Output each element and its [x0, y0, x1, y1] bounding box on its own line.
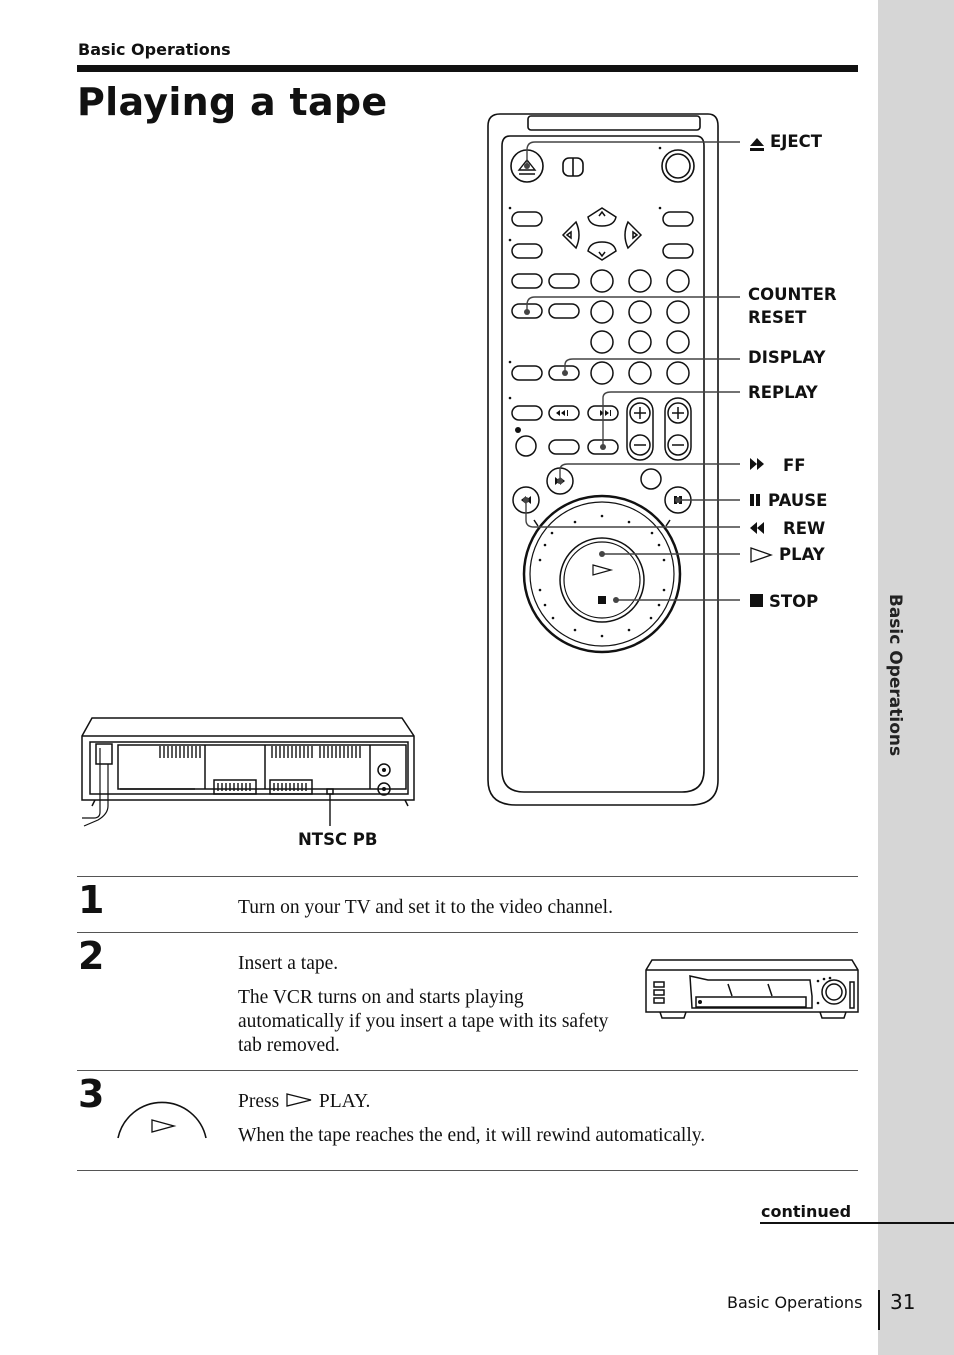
step-3-text: Press PLAY. — [238, 1090, 370, 1114]
continued-label: continued — [761, 1202, 852, 1221]
stop-label: STOP — [769, 592, 819, 611]
step-3-detail: When the tape reaches the end, it will r… — [238, 1125, 706, 1146]
footer-section-label: Basic Operations — [727, 1293, 863, 1312]
rew-label: REW — [783, 519, 826, 538]
play-triangle-icon — [286, 1093, 312, 1107]
counter-reset-label-line2: RESET — [748, 308, 807, 327]
ff-label: FF — [783, 456, 806, 475]
step-2-detail: The VCR turns on and starts playing auto… — [238, 987, 609, 1056]
play-button-icon — [117, 1101, 207, 1139]
vcr-front-illustration — [645, 959, 859, 1019]
header-rule — [77, 65, 858, 72]
step-3-press-text: Press — [238, 1091, 280, 1112]
vcr-rear-illustration — [81, 717, 415, 827]
step-1-number: 1 — [78, 878, 105, 922]
step-rule-2 — [77, 932, 858, 933]
counter-reset-label-line1: COUNTER — [748, 285, 837, 304]
side-tab-label: Basic Operations — [885, 593, 906, 757]
header-section-label: Basic Operations — [78, 40, 231, 59]
continued-rule — [760, 1222, 954, 1224]
eject-label: EJECT — [770, 132, 823, 151]
step-2-text: Insert a tape. — [238, 953, 339, 974]
side-tab — [878, 0, 954, 1355]
page-title: Playing a tape — [77, 80, 388, 124]
step-rule-top — [77, 876, 858, 877]
remote-control-illustration — [487, 113, 773, 806]
remote-button-grid — [511, 211, 694, 514]
step-2-number: 2 — [78, 934, 105, 978]
step-3-play-text: PLAY. — [318, 1091, 371, 1112]
play-label: PLAY — [779, 545, 825, 564]
step-1-text: Turn on your TV and set it to the video … — [238, 897, 613, 918]
display-label: DISPLAY — [748, 348, 826, 367]
step-rule-bottom — [77, 1170, 858, 1171]
ntsc-pb-label: NTSC PB — [298, 830, 378, 849]
step-3-number: 3 — [78, 1072, 105, 1116]
pause-label: PAUSE — [768, 491, 828, 510]
page-number: 31 — [890, 1290, 916, 1314]
replay-label: REPLAY — [748, 383, 818, 402]
footer-divider — [878, 1290, 880, 1330]
step-rule-3 — [77, 1070, 858, 1071]
